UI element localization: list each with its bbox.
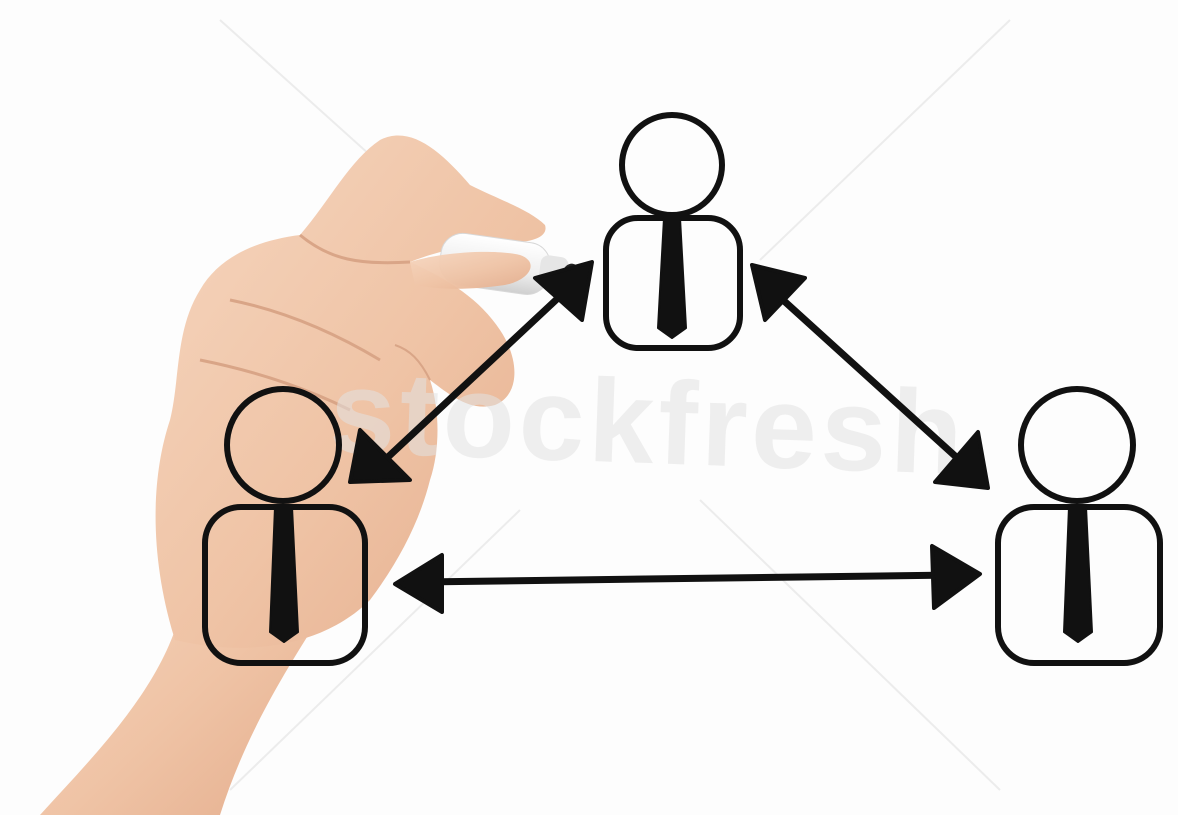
arrow-top-right — [752, 265, 988, 488]
person-left-icon — [205, 389, 365, 663]
arrow-left-right — [395, 546, 980, 612]
person-right-icon — [998, 389, 1160, 663]
person-top-icon — [606, 115, 740, 348]
arrow-left-top — [350, 262, 592, 482]
